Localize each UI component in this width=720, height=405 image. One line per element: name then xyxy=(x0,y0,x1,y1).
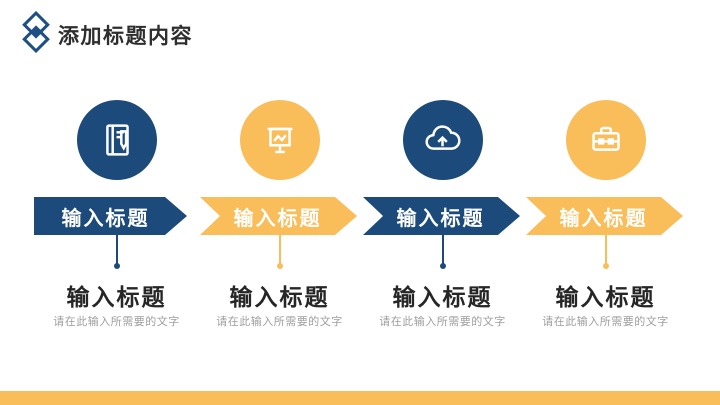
step-2-connector-dot xyxy=(276,263,283,269)
step-4-circle xyxy=(565,100,646,180)
step-2-connector-line xyxy=(278,235,281,264)
step-4-arrow-banner: 输入标题 xyxy=(526,197,683,235)
page-title: 添加标题内容 xyxy=(58,25,193,48)
cloud-upload-icon xyxy=(424,125,460,150)
briefcase-icon xyxy=(591,126,620,151)
notebook-pencil-icon xyxy=(105,124,129,156)
step-3-connector-line xyxy=(441,235,444,264)
step-4-description: 请在此输入所需要的文字 xyxy=(542,316,669,328)
step-4-connector-dot xyxy=(602,263,609,269)
step-2-heading: 输入标题 xyxy=(229,284,330,310)
step-3-heading: 输入标题 xyxy=(392,284,493,310)
bottom-accent-bar xyxy=(0,391,720,405)
step-column-2: 输入标题 输入标题 请在此输入所需要的文字 xyxy=(198,0,361,405)
step-1-connector-dot xyxy=(113,263,120,269)
step-2-arrow-banner: 输入标题 xyxy=(200,197,357,235)
step-1-connector-line xyxy=(115,235,118,264)
step-2-circle xyxy=(239,100,320,180)
step-3-circle xyxy=(402,100,483,180)
step-1-heading: 输入标题 xyxy=(66,284,167,310)
step-column-1: 输入标题 输入标题 请在此输入所需要的文字 xyxy=(35,0,198,405)
step-1-description: 请在此输入所需要的文字 xyxy=(53,316,180,328)
step-3-description: 请在此输入所需要的文字 xyxy=(379,316,506,328)
step-column-3: 输入标题 输入标题 请在此输入所需要的文字 xyxy=(361,0,524,405)
step-1-arrow-banner: 输入标题 xyxy=(34,197,187,235)
step-column-4: 输入标题 输入标题 请在此输入所需要的文字 xyxy=(524,0,687,405)
double-diamond-logo-icon xyxy=(22,11,50,53)
step-4-connector-line xyxy=(604,235,607,264)
presentation-chart-icon xyxy=(267,127,292,154)
step-3-connector-dot xyxy=(439,263,446,269)
step-1-circle xyxy=(76,100,157,180)
step-2-description: 请在此输入所需要的文字 xyxy=(216,316,343,328)
step-4-heading: 输入标题 xyxy=(555,284,656,310)
step-3-arrow-banner: 输入标题 xyxy=(363,197,520,235)
